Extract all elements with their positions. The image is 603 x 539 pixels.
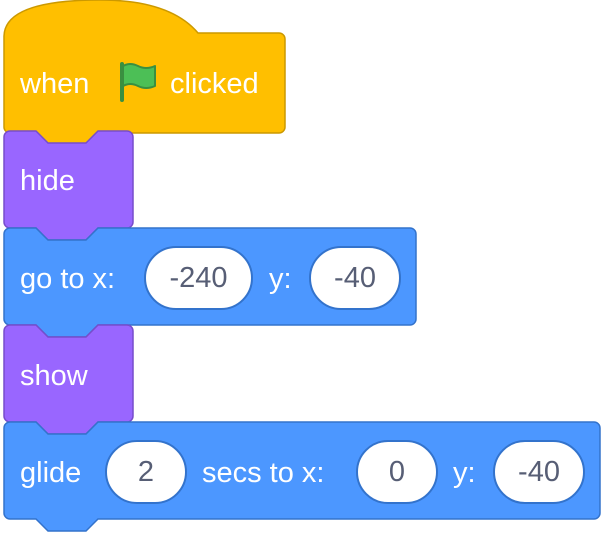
- secs-to-x-label: secs to x:: [202, 457, 325, 489]
- goto-y-input[interactable]: -40: [309, 246, 401, 310]
- glide-y-input[interactable]: -40: [493, 440, 585, 504]
- go-to-x-label: go to x:: [20, 263, 116, 295]
- glide-label: glide: [20, 457, 82, 489]
- goto-y-label: y:: [269, 263, 292, 295]
- glide-x-input[interactable]: 0: [356, 440, 438, 504]
- glide-y-label: y:: [453, 457, 476, 489]
- when-label: when: [20, 68, 90, 100]
- goto-x-input[interactable]: -240: [144, 246, 253, 310]
- show-label: show: [20, 360, 88, 392]
- glide-secs-input[interactable]: 2: [105, 440, 187, 504]
- hide-label: hide: [20, 165, 75, 197]
- green-flag-icon: [120, 62, 156, 102]
- clicked-label: clicked: [170, 68, 259, 100]
